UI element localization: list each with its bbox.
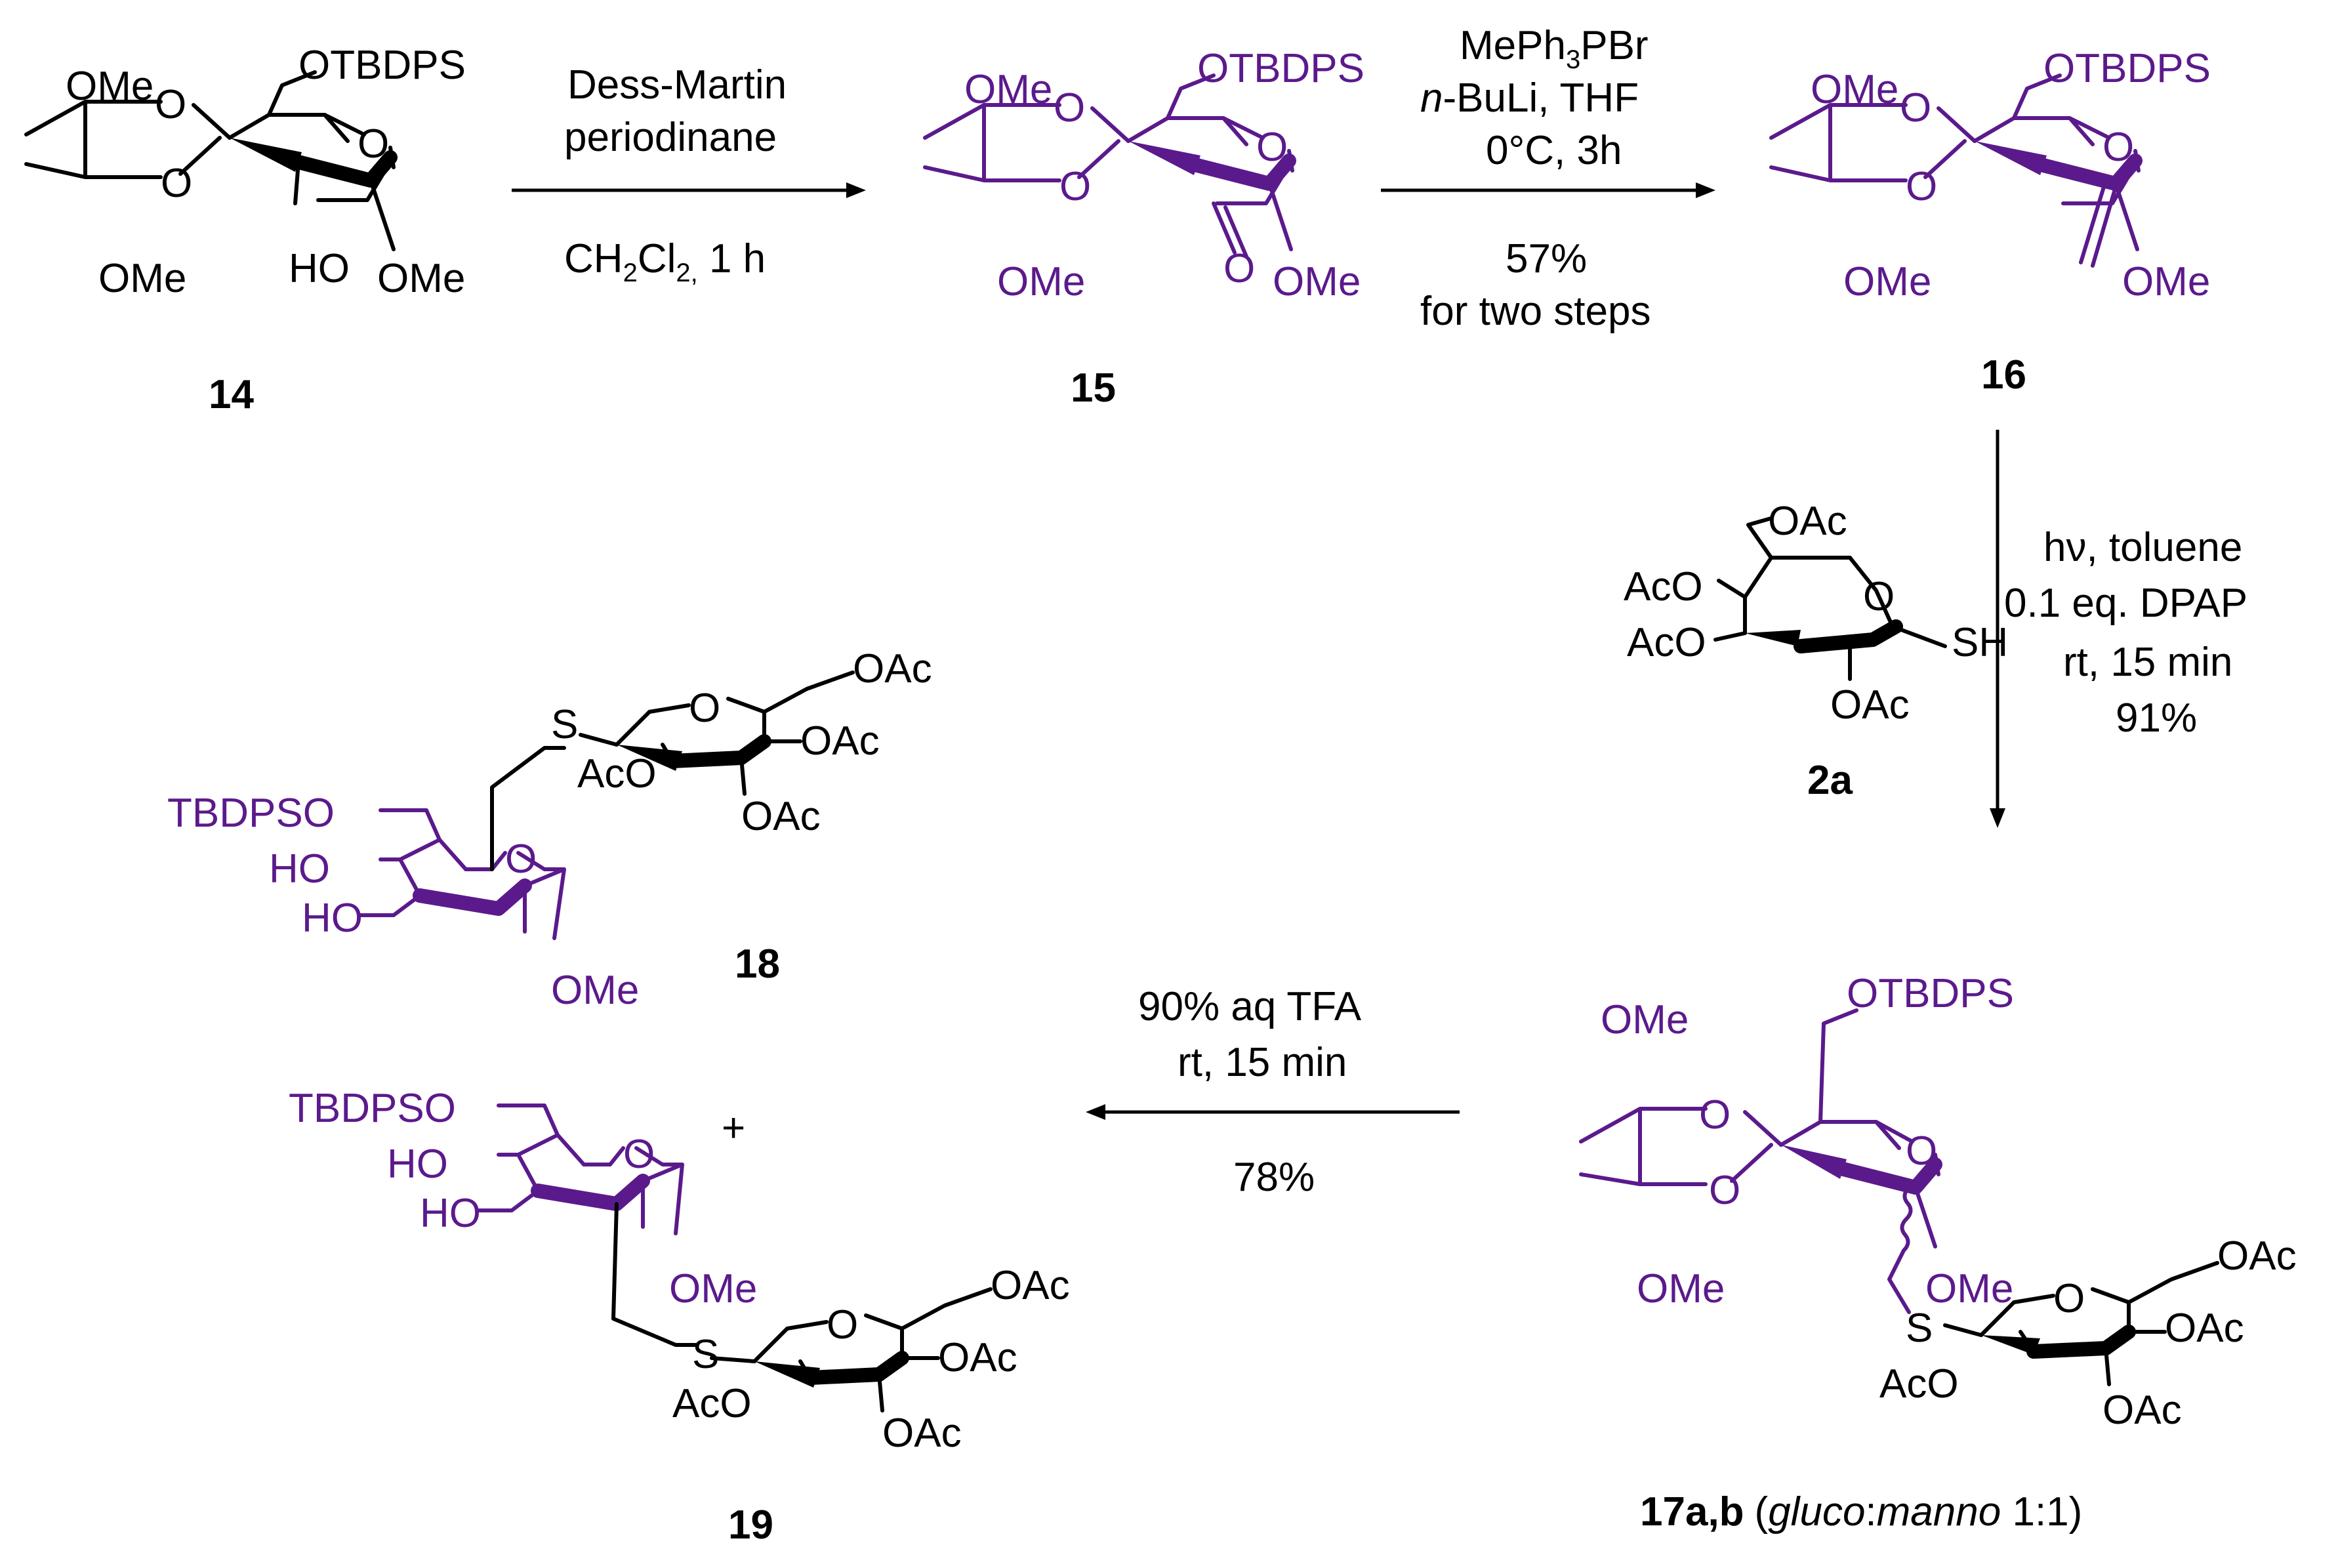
compound-17ab: OMe OTBDPS O O O OMe OMe S AcO O OAc OAc… xyxy=(1579,971,2297,1535)
c18-oac3: OAc xyxy=(741,794,821,839)
c15-otbdps: OTBDPS xyxy=(1197,46,1364,91)
c15-dioxane-o1: O xyxy=(1054,85,1085,131)
c18-ho3: HO xyxy=(302,896,363,941)
c14-ring-o: O xyxy=(358,121,389,167)
c19-ho4: HO xyxy=(387,1142,448,1187)
r3-line4: 91% xyxy=(2116,695,2197,741)
c14-dioxane-o1: O xyxy=(155,82,186,127)
c14-ho: HO xyxy=(289,246,350,291)
c16-id: 16 xyxy=(1981,352,2026,398)
c19-id: 19 xyxy=(728,1502,773,1548)
c2a-oac6: OAc xyxy=(1768,499,1847,544)
c19-aco: AcO xyxy=(672,1381,752,1426)
c15-ome-bottom: OMe xyxy=(997,259,1085,304)
c17-dioxane-o2: O xyxy=(1709,1168,1740,1213)
compound-18: TBDPSO HO HO O OMe S AcO O OAc OAc OAc 1… xyxy=(167,646,932,1013)
c19-tbdpso: TBDPSO xyxy=(289,1086,456,1131)
c18-oac4: OAc xyxy=(800,718,880,764)
c17-label: 17a,b(gluco:manno 1:1) xyxy=(1640,1489,2082,1535)
c15-keto-o: O xyxy=(1223,246,1255,291)
c17-otbdps: OTBDPS xyxy=(1847,971,2014,1016)
compound-14: OMe OTBDPS O O O OMe HO OMe 14 xyxy=(24,43,466,417)
r3-line2: 0.1 eq. DPAP xyxy=(2004,581,2247,626)
compound-16: OMe OTBDPS O O O OMe OMe 16 xyxy=(1769,46,2211,398)
r2-yield-note: for two steps xyxy=(1420,289,1651,334)
c16-dioxane-o2: O xyxy=(1906,164,1937,209)
c17-oac3: OAc xyxy=(2102,1388,2182,1433)
c17-ring-o: O xyxy=(1906,1128,1937,1174)
c19-oac3: OAc xyxy=(882,1411,962,1456)
c2a-aco4: AcO xyxy=(1624,564,1703,609)
c17-oac6: OAc xyxy=(2217,1233,2297,1279)
c18-ome: OMe xyxy=(551,968,639,1013)
c15-id: 15 xyxy=(1071,365,1116,411)
c15-ome-top: OMe xyxy=(964,67,1052,112)
reaction-arrow-3: hν, toluene 0.1 eq. DPAP rt, 15 min 91% xyxy=(1990,430,2247,828)
c19-ring-o2: O xyxy=(827,1302,858,1348)
c2a-aco3: AcO xyxy=(1627,620,1706,665)
c14-id: 14 xyxy=(209,372,254,417)
r3-line3: rt, 15 min xyxy=(2063,640,2232,685)
c16-ome-anomeric: OMe xyxy=(2122,259,2210,304)
r1-reagent-line2: periodinane xyxy=(564,115,777,160)
c15-ring-o: O xyxy=(1256,125,1288,170)
c18-tbdpso: TBDPSO xyxy=(167,791,335,836)
c17-dioxane-o1: O xyxy=(1699,1092,1731,1138)
c19-s: S xyxy=(692,1332,719,1377)
compound-2a: OAc AcO AcO O SH OAc 2a xyxy=(1624,499,2008,803)
c14-ome-top: OMe xyxy=(66,64,154,109)
c19-ring-o: O xyxy=(623,1132,655,1177)
compound-15: OMe OTBDPS O O O OMe O OMe 15 xyxy=(923,46,1364,411)
c19-oac6: OAc xyxy=(991,1263,1070,1308)
c14-ome-bottom: OMe xyxy=(98,256,186,301)
c18-ring-o2: O xyxy=(689,686,720,731)
c16-ome-top: OMe xyxy=(1811,67,1898,112)
r1-reagent-line1: Dess-Martin xyxy=(567,62,787,108)
r4-reagent: 90% aq TFA xyxy=(1138,984,1362,1029)
r2-conditions: 0°C, 3h xyxy=(1486,128,1622,173)
c17-ome-bottom: OMe xyxy=(1637,1266,1725,1311)
c14-dioxane-o2: O xyxy=(161,161,192,206)
reaction-arrow-4: 90% aq TFA rt, 15 min 78% xyxy=(1086,984,1460,1200)
c2a-sh: SH xyxy=(1952,620,2008,665)
c14-ome-anomeric: OMe xyxy=(377,256,465,301)
c18-ho4: HO xyxy=(269,846,330,892)
c17-ring-o2: O xyxy=(2053,1276,2085,1321)
c17-oac4: OAc xyxy=(2165,1306,2244,1351)
c2a-id: 2a xyxy=(1807,758,1853,803)
r2-yield: 57% xyxy=(1506,236,1587,281)
c18-oac6: OAc xyxy=(853,646,932,691)
c17-aco: AcO xyxy=(1879,1361,1959,1407)
c16-otbdps: OTBDPS xyxy=(2043,46,2211,91)
r4-yield: 78% xyxy=(1233,1155,1315,1200)
c2a-ring-o: O xyxy=(1863,574,1895,619)
reaction-arrow-1: Dess-Martin periodinane CH2Cl2, 1 h xyxy=(512,62,866,287)
c19-ome: OMe xyxy=(669,1266,757,1311)
r1-conditions: CH2Cl2, 1 h xyxy=(564,236,766,287)
r3-line1: hν, toluene xyxy=(2043,525,2242,570)
c15-ome-anomeric: OMe xyxy=(1273,259,1361,304)
c16-ring-o: O xyxy=(2102,125,2134,170)
reaction-arrow-2: MePh3PBr n-BuLi, THF 0°C, 3h 57% for two… xyxy=(1381,23,1715,334)
c17-s: S xyxy=(1906,1306,1933,1351)
r2-reagent-line1: MePh3PBr xyxy=(1460,23,1649,74)
plus-sign: + xyxy=(722,1105,745,1151)
compound-19: TBDPSO HO HO O OMe S AcO O OAc OAc OAc 1… xyxy=(289,1086,1070,1548)
c14-otbdps: OTBDPS xyxy=(298,43,466,88)
c18-ring-o: O xyxy=(505,836,537,882)
c16-dioxane-o1: O xyxy=(1900,85,1931,131)
c15-dioxane-o2: O xyxy=(1059,164,1091,209)
c17-ome-anomeric: OMe xyxy=(1925,1266,2013,1311)
c18-id: 18 xyxy=(735,941,780,987)
c2a-oac2: OAc xyxy=(1830,682,1910,728)
c19-oac4: OAc xyxy=(938,1335,1017,1380)
c16-ome-bottom: OMe xyxy=(1843,259,1931,304)
c18-s: S xyxy=(551,702,578,747)
c18-aco: AcO xyxy=(577,751,657,796)
r4-conditions: rt, 15 min xyxy=(1178,1040,1347,1085)
c17-ome-top: OMe xyxy=(1601,997,1689,1042)
c19-ho3: HO xyxy=(420,1191,481,1236)
r2-reagent-line2: n-BuLi, THF xyxy=(1420,75,1639,121)
